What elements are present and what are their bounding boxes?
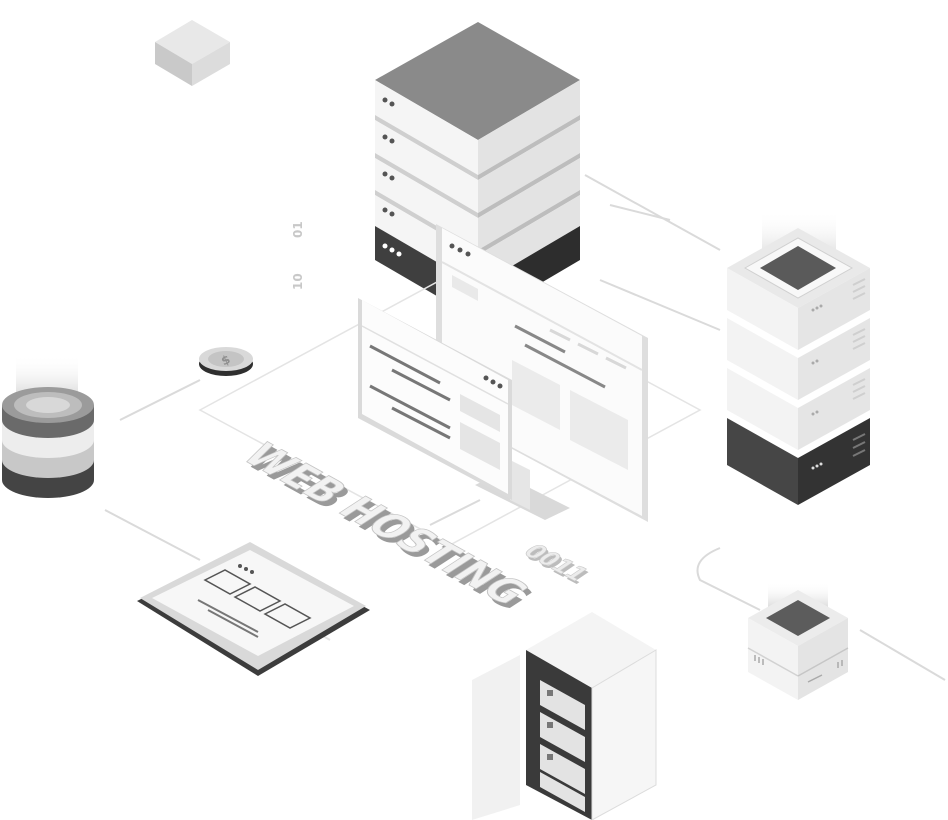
coin-icon: $ — [199, 347, 253, 376]
browser-window-icon — [358, 298, 512, 500]
server-rack-icon — [472, 612, 657, 820]
side-binary-labels: 01 10 — [291, 221, 305, 290]
database-icon — [2, 355, 94, 498]
cube-icon — [155, 20, 230, 86]
side-label-2: 10 — [291, 273, 305, 290]
side-label-1: 01 — [291, 221, 305, 238]
storage-stack-icon — [727, 210, 870, 505]
box-icon — [747, 582, 849, 700]
monitor-icon — [436, 224, 648, 522]
tablet-icon — [137, 542, 370, 676]
